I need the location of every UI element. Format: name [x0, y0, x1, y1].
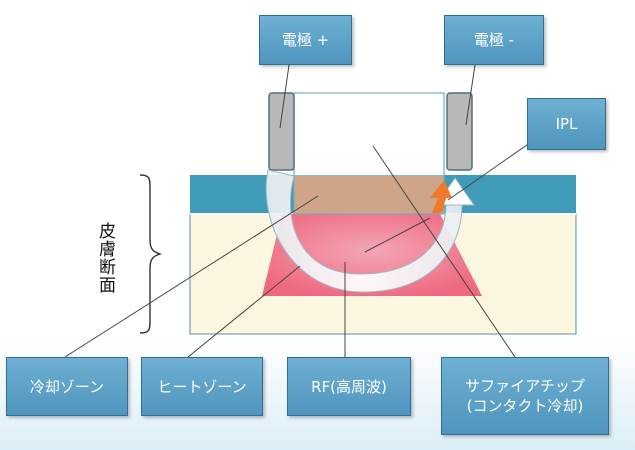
- leader-sapphire-tip: [372, 145, 516, 358]
- leader-electrode-minus: [465, 64, 476, 126]
- electrode-minus-block: [446, 92, 473, 171]
- leader-inner-arrow: [364, 217, 431, 253]
- ipl-arrow: [430, 180, 452, 213]
- label-electrode-minus: 電極 -: [444, 15, 544, 65]
- label-electrode-plus: 電極 +: [259, 15, 352, 65]
- label-rf: RF(高周波): [287, 357, 411, 416]
- label-heat-zone: ヒートゾーン: [141, 357, 263, 416]
- label-ipl: IPL: [527, 98, 606, 150]
- leader-heat-zone: [187, 265, 301, 358]
- leader-ipl: [447, 139, 535, 201]
- label-cooling-zone: 冷却ゾーン: [6, 357, 128, 416]
- contact-zone: [294, 176, 444, 214]
- label-sapphire-tip: サファイアチップ (コンタクト冷却): [441, 357, 609, 435]
- leader-cooling-zone: [64, 195, 319, 358]
- electrode-plus-block: [268, 92, 295, 171]
- skin-section-bracket: [139, 174, 163, 334]
- sapphire-tip: [293, 92, 445, 215]
- label-skin-section: 皮膚断面: [95, 222, 115, 294]
- leader-electrode-plus: [279, 64, 290, 129]
